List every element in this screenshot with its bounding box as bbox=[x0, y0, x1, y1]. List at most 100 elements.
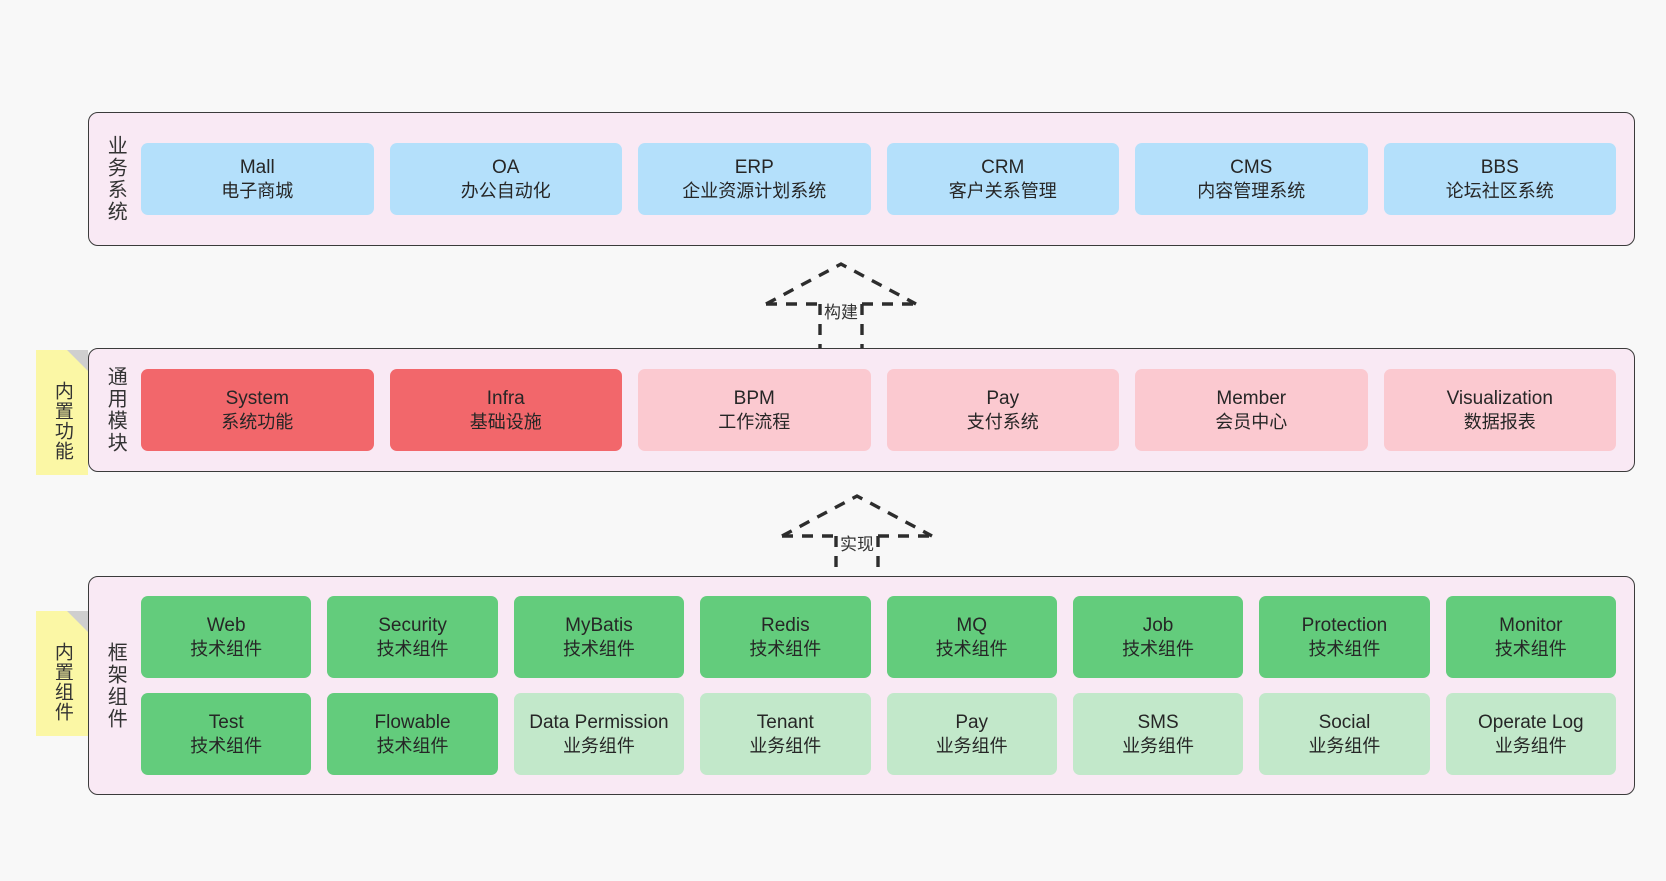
card-cms[interactable]: CMS 内容管理系统 bbox=[1135, 143, 1368, 215]
layer-business-systems: 业务系统 Mall 电子商城 OA 办公自动化 ERP 企业资源计划系统 CRM… bbox=[88, 112, 1635, 246]
card-title: Security bbox=[378, 614, 447, 636]
card-title: Data Permission bbox=[529, 711, 669, 733]
card-pay-module[interactable]: Pay 支付系统 bbox=[886, 369, 1119, 451]
card-row: Mall 电子商城 OA 办公自动化 ERP 企业资源计划系统 CRM 客户关系… bbox=[141, 143, 1616, 215]
card-mybatis[interactable]: MyBatis 技术组件 bbox=[513, 596, 685, 678]
card-title: Member bbox=[1216, 387, 1287, 409]
card-pay-component[interactable]: Pay 业务组件 bbox=[886, 693, 1057, 775]
card-subtitle: 业务组件 bbox=[749, 735, 822, 756]
card-title: MQ bbox=[956, 614, 987, 636]
card-tenant[interactable]: Tenant 业务组件 bbox=[700, 693, 871, 775]
card-system[interactable]: System 系统功能 bbox=[141, 369, 374, 451]
card-title: BBS bbox=[1480, 156, 1519, 178]
card-subtitle: 业务组件 bbox=[562, 735, 635, 756]
card-subtitle: 技术组件 bbox=[190, 638, 263, 659]
layer-body-common-modules: System 系统功能 Infra 基础设施 BPM 工作流程 Pay 支付系统… bbox=[141, 349, 1634, 471]
card-flowable[interactable]: Flowable 技术组件 bbox=[327, 693, 498, 775]
card-redis[interactable]: Redis 技术组件 bbox=[700, 596, 871, 678]
card-title: Job bbox=[1142, 614, 1174, 636]
card-title: System bbox=[225, 387, 289, 409]
layer-body-framework-components: Web 技术组件 Security 技术组件 MyBatis 技术组件 Redi… bbox=[141, 577, 1634, 794]
card-crm[interactable]: CRM 客户关系管理 bbox=[886, 143, 1119, 215]
card-subtitle: 业务组件 bbox=[1494, 735, 1567, 756]
card-subtitle: 企业资源计划系统 bbox=[682, 180, 827, 201]
connector-implement: 实现 bbox=[772, 490, 942, 586]
card-title: CMS bbox=[1230, 156, 1273, 178]
layer-body-business-systems: Mall 电子商城 OA 办公自动化 ERP 企业资源计划系统 CRM 客户关系… bbox=[141, 113, 1634, 245]
card-title: SMS bbox=[1137, 711, 1179, 733]
card-title: Visualization bbox=[1446, 387, 1553, 409]
note-fold-corner-icon bbox=[67, 350, 88, 371]
card-title: OA bbox=[492, 156, 520, 178]
card-title: Operate Log bbox=[1477, 711, 1584, 733]
card-subtitle: 数据报表 bbox=[1463, 411, 1536, 432]
card-row: System 系统功能 Infra 基础设施 BPM 工作流程 Pay 支付系统… bbox=[141, 369, 1616, 451]
layer-caption-business-systems: 业务系统 bbox=[104, 135, 127, 223]
card-title: Web bbox=[206, 614, 246, 636]
card-subtitle: 客户关系管理 bbox=[948, 180, 1057, 201]
card-bbs[interactable]: BBS 论坛社区系统 bbox=[1383, 143, 1616, 215]
card-title: CRM bbox=[981, 156, 1025, 178]
card-bpm[interactable]: BPM 工作流程 bbox=[638, 369, 871, 451]
card-title: Pay bbox=[986, 387, 1020, 409]
card-subtitle: 办公自动化 bbox=[460, 180, 551, 201]
card-title: Redis bbox=[761, 614, 810, 636]
card-subtitle: 业务组件 bbox=[1122, 735, 1195, 756]
note-label: 内置组件 bbox=[51, 641, 73, 722]
card-subtitle: 技术组件 bbox=[1308, 638, 1381, 659]
card-member[interactable]: Member 会员中心 bbox=[1135, 369, 1368, 451]
card-visualization[interactable]: Visualization 数据报表 bbox=[1383, 369, 1616, 451]
card-protection[interactable]: Protection 技术组件 bbox=[1259, 596, 1430, 678]
card-subtitle: 技术组件 bbox=[935, 638, 1008, 659]
card-row: Web 技术组件 Security 技术组件 MyBatis 技术组件 Redi… bbox=[141, 596, 1616, 678]
layer-caption-framework-components: 框架组件 bbox=[104, 641, 127, 730]
card-title: Protection bbox=[1301, 614, 1388, 636]
card-title: Mall bbox=[239, 156, 275, 178]
card-title: Social bbox=[1318, 711, 1371, 733]
card-operate-log[interactable]: Operate Log 业务组件 bbox=[1445, 693, 1616, 775]
connector-build-label: 构建 bbox=[824, 303, 858, 322]
card-title: Test bbox=[208, 711, 244, 733]
card-infra[interactable]: Infra 基础设施 bbox=[389, 369, 622, 451]
card-subtitle: 内容管理系统 bbox=[1197, 180, 1306, 201]
note-label: 内置功能 bbox=[51, 380, 73, 461]
card-title: Pay bbox=[955, 711, 989, 733]
card-title: Tenant bbox=[756, 711, 814, 733]
card-subtitle: 技术组件 bbox=[376, 638, 449, 659]
card-subtitle: 业务组件 bbox=[1308, 735, 1381, 756]
card-test[interactable]: Test 技术组件 bbox=[141, 693, 312, 775]
note-fold-corner-icon bbox=[67, 611, 88, 632]
card-sms[interactable]: SMS 业务组件 bbox=[1072, 693, 1244, 775]
card-subtitle: 系统功能 bbox=[221, 411, 294, 432]
card-subtitle: 电子商城 bbox=[221, 180, 294, 201]
card-subtitle: 基础设施 bbox=[469, 411, 542, 432]
card-erp[interactable]: ERP 企业资源计划系统 bbox=[638, 143, 871, 215]
layer-framework-components: 框架组件 Web 技术组件 Security 技术组件 MyBatis 技术组件… bbox=[88, 576, 1635, 795]
card-subtitle: 会员中心 bbox=[1215, 411, 1288, 432]
card-subtitle: 工作流程 bbox=[718, 411, 791, 432]
card-title: MyBatis bbox=[565, 614, 633, 636]
layer-common-modules: 通用模块 System 系统功能 Infra 基础设施 BPM 工作流程 Pay… bbox=[88, 348, 1635, 472]
card-mq[interactable]: MQ 技术组件 bbox=[886, 596, 1057, 678]
layer-caption-common-modules: 通用模块 bbox=[104, 366, 127, 454]
card-subtitle: 技术组件 bbox=[1122, 638, 1195, 659]
card-social[interactable]: Social 业务组件 bbox=[1259, 693, 1430, 775]
card-subtitle: 技术组件 bbox=[190, 735, 263, 756]
card-title: Monitor bbox=[1499, 614, 1563, 636]
card-data-permission[interactable]: Data Permission 业务组件 bbox=[513, 693, 685, 775]
card-subtitle: 技术组件 bbox=[749, 638, 822, 659]
card-subtitle: 业务组件 bbox=[935, 735, 1008, 756]
card-job[interactable]: Job 技术组件 bbox=[1072, 596, 1244, 678]
note-builtin-components: 内置组件 bbox=[36, 611, 88, 736]
card-mall[interactable]: Mall 电子商城 bbox=[141, 143, 374, 215]
card-monitor[interactable]: Monitor 技术组件 bbox=[1445, 596, 1616, 678]
note-builtin-functions: 内置功能 bbox=[36, 350, 88, 475]
card-security[interactable]: Security 技术组件 bbox=[327, 596, 498, 678]
card-subtitle: 技术组件 bbox=[376, 735, 449, 756]
card-oa[interactable]: OA 办公自动化 bbox=[389, 143, 622, 215]
card-web[interactable]: Web 技术组件 bbox=[141, 596, 312, 678]
card-title: BPM bbox=[733, 387, 775, 409]
card-title: Flowable bbox=[374, 711, 451, 733]
connector-build: 构建 bbox=[756, 258, 926, 354]
